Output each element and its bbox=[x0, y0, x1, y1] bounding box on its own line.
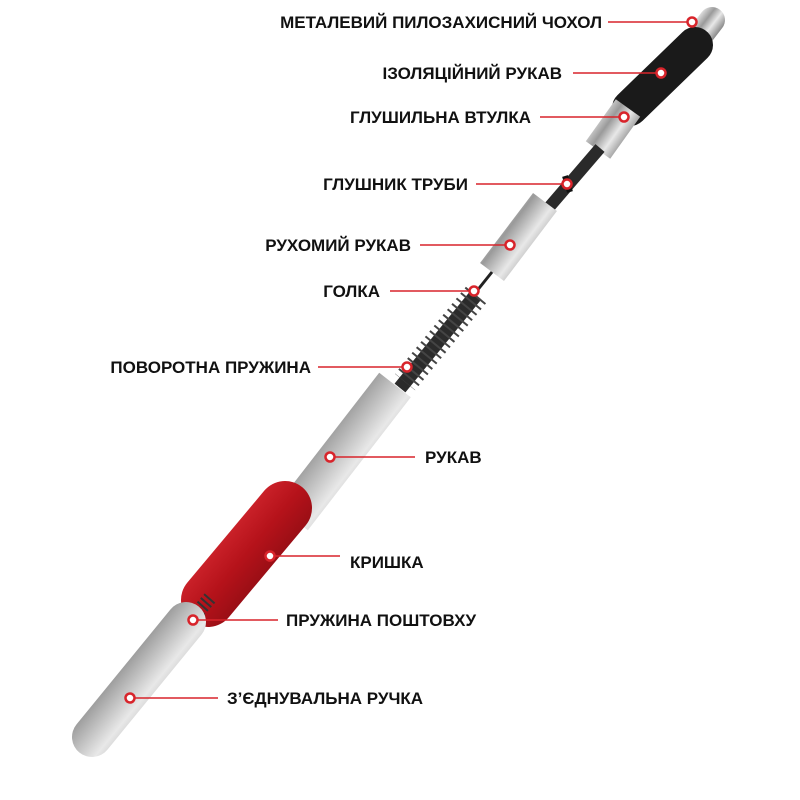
callout-dot bbox=[264, 550, 276, 562]
callout-dot bbox=[618, 111, 630, 123]
return-spring-core bbox=[394, 290, 482, 393]
label-return-spring: ПОВОРОТНА ПРУЖИНА bbox=[110, 358, 311, 377]
label-cap: КРИШКА bbox=[350, 553, 424, 572]
callout-dot bbox=[561, 178, 573, 190]
label-connecting-handle: З’ЄДНУВАЛЬНА РУЧКА bbox=[227, 689, 423, 708]
callout-dot bbox=[124, 692, 136, 704]
label-push-spring: ПРУЖИНА ПОШТОВХУ bbox=[286, 611, 476, 630]
callout-dot bbox=[655, 67, 667, 79]
label-moving-sleeve: РУХОМИЙ РУКАВ bbox=[265, 236, 411, 255]
callouts bbox=[124, 16, 698, 704]
label-insulating-sleeve: ІЗОЛЯЦІЙНИЙ РУКАВ bbox=[382, 64, 562, 83]
return-spring-coil bbox=[394, 286, 487, 391]
label-needle: ГОЛКА bbox=[323, 282, 380, 301]
sleeve-part bbox=[276, 372, 411, 531]
connecting-handle-part bbox=[72, 602, 206, 757]
label-pipe-muffler: ГЛУШНИК ТРУБИ bbox=[323, 175, 468, 194]
pipe-muffler-part bbox=[540, 144, 605, 216]
callout-dot bbox=[686, 16, 698, 28]
callout-dot bbox=[401, 361, 413, 373]
labels: МЕТАЛЕВИЙ ПИЛОЗАХИСНИЙ ЧОХОЛ ІЗОЛЯЦІЙНИЙ… bbox=[110, 13, 602, 708]
callout-dot bbox=[504, 239, 516, 251]
moving-sleeve-part bbox=[480, 192, 557, 282]
label-sleeve: РУКАВ bbox=[425, 448, 482, 467]
callout-dot bbox=[324, 451, 336, 463]
callout-dot bbox=[187, 614, 199, 626]
callout-dot bbox=[468, 285, 480, 297]
label-metal-dust-cover: МЕТАЛЕВИЙ ПИЛОЗАХИСНИЙ ЧОХОЛ bbox=[280, 13, 602, 32]
label-silencer-bushing: ГЛУШИЛЬНА ВТУЛКА bbox=[350, 108, 531, 127]
cap-part bbox=[181, 481, 312, 627]
